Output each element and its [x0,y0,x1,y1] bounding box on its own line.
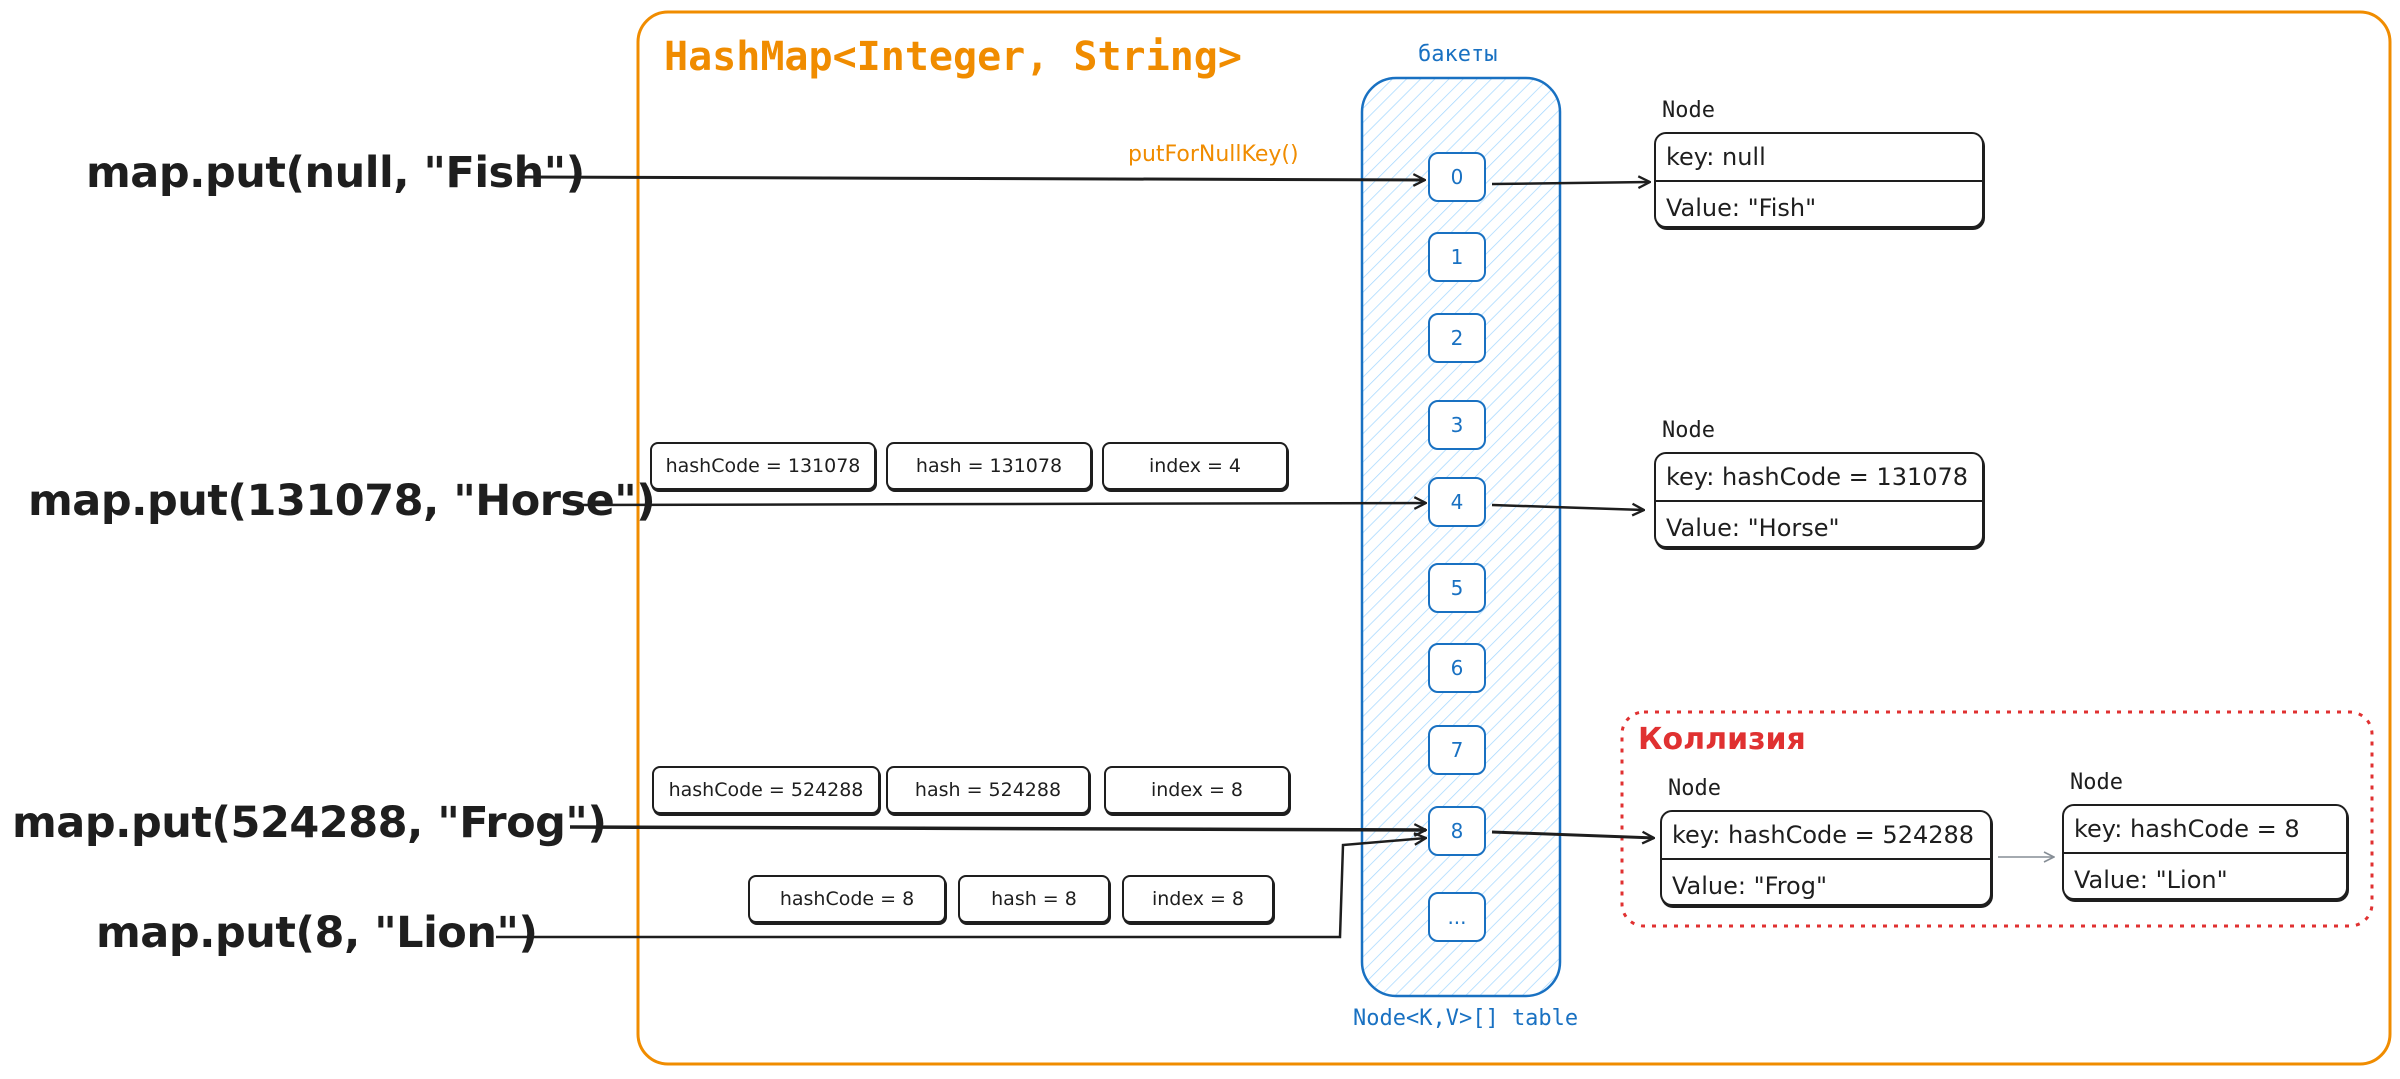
arrow-524288-to-bucket-8 [569,827,1426,830]
bucket-0: 0 [1428,152,1486,202]
step-lion-hashcode: hashCode = 8 [748,875,946,923]
node-horse-label: Node [1662,418,1715,443]
bucket-6: 6 [1428,643,1486,693]
node-lion-label: Node [2070,770,2123,795]
bucket-3: 3 [1428,400,1486,450]
bucket-4: 4 [1428,477,1486,527]
node-frog-key: key: hashCode = 524288 [1662,812,1990,860]
put-for-null-key-label: putForNullKey() [1128,142,1299,167]
node-horse-value: Value: "Horse" [1666,514,1840,542]
step-horse-hash: hash = 131078 [886,442,1092,490]
buckets-label: бакеты [1418,42,1498,67]
bucket-2: 2 [1428,313,1486,363]
step-frog-hashcode: hashCode = 524288 [652,766,880,814]
node-frog: key: hashCode = 524288 Value: "Frog" [1660,810,1992,906]
node-fish: key: null Value: "Fish" [1654,132,1984,228]
collision-label: Коллизия [1638,722,1806,757]
node-lion-value: Value: "Lion" [2074,866,2228,894]
node-horse: key: hashCode = 131078 Value: "Horse" [1654,452,1984,548]
step-horse-hashcode: hashCode = 131078 [650,442,876,490]
bucket-8: 8 [1428,806,1486,856]
node-fish-value: Value: "Fish" [1666,194,1817,222]
table-label: Node<K,V>[] table [1353,1006,1579,1031]
collision-box [1620,710,2374,928]
bucket-7: 7 [1428,725,1486,775]
node-horse-key: key: hashCode = 131078 [1656,454,1982,502]
hashmap-title: HashMap<Integer, String> [664,34,1242,80]
bucket-5: 5 [1428,563,1486,613]
hashmap-container [636,10,2392,1066]
call-put-8-lion: map.put(8, "Lion") [96,908,538,958]
step-lion-hash: hash = 8 [958,875,1110,923]
arrow-bucket-4-to-node [1491,505,1644,510]
arrow-bucket-8-to-node [1491,830,1654,838]
node-lion: key: hashCode = 8 Value: "Lion" [2062,804,2348,900]
bucket-1: 1 [1428,232,1486,282]
call-put-null-fish: map.put(null, "Fish") [86,148,585,198]
bucket-array [1360,76,1562,998]
step-horse-index: index = 4 [1102,442,1288,490]
step-lion-index: index = 8 [1122,875,1274,923]
arrow-8-to-bucket-8 [496,838,1426,939]
arrow-null-to-bucket-0 [523,177,1425,180]
step-frog-hash: hash = 524288 [886,766,1090,814]
call-put-131078-horse: map.put(131078, "Horse") [28,476,656,526]
node-frog-label: Node [1668,776,1721,801]
bucket-more: ... [1428,892,1486,942]
node-frog-value: Value: "Frog" [1672,872,1828,900]
step-frog-index: index = 8 [1104,766,1290,814]
arrow-131078-to-bucket-4 [579,503,1426,505]
node-lion-key: key: hashCode = 8 [2064,806,2346,854]
node-fish-label: Node [1662,98,1715,123]
arrow-bucket-0-to-node [1491,182,1650,184]
call-put-524288-frog: map.put(524288, "Frog") [12,798,607,848]
node-fish-key: key: null [1656,134,1982,182]
